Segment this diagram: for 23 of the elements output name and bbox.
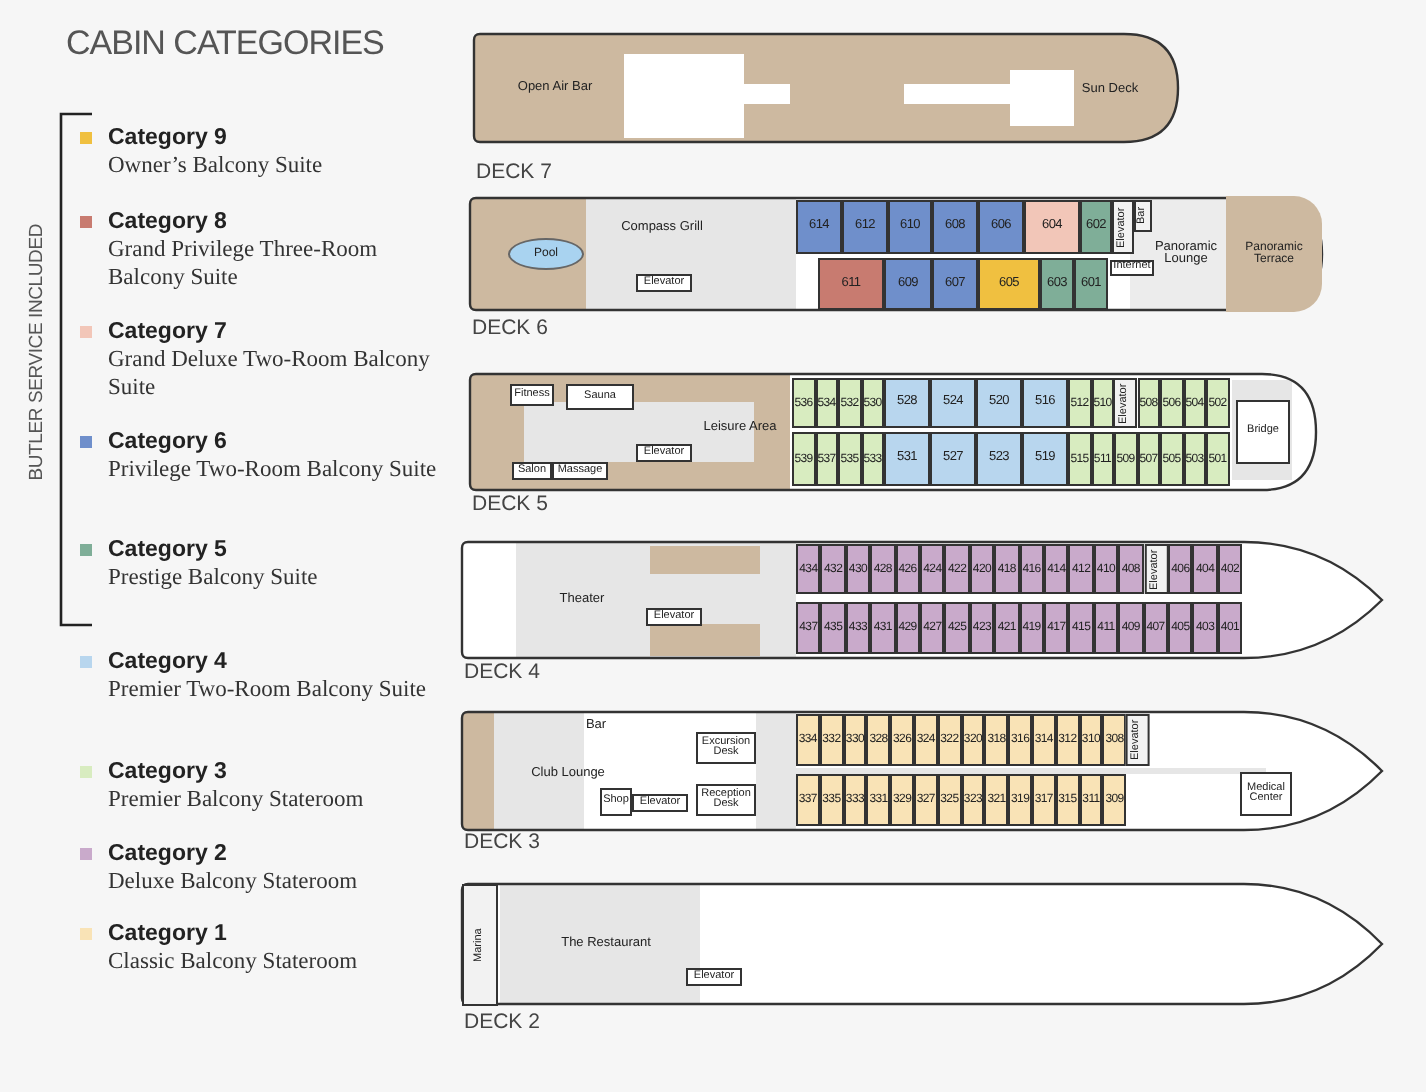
deck-plan (460, 540, 1384, 684)
deck-label: DECK 4 (464, 660, 540, 684)
legend-text: Category 2 Deluxe Balcony Stateroom (108, 840, 360, 896)
legend-text: Category 1 Classic Balcony Stateroom (108, 920, 360, 976)
legend-text: Category 8 Grand Privilege Three-Room Balcony Suite (108, 208, 380, 292)
deck-label: DECK 2 (464, 1010, 540, 1034)
legend-text: Category 5 Prestige Balcony Suite (108, 536, 320, 592)
legend-text: Category 3 Premier Balcony Stateroom (108, 758, 366, 814)
legend-text: Category 7 Grand Deluxe Two-Room Balcony Suite (108, 318, 432, 402)
deck-label: DECK 7 (476, 160, 552, 184)
deck-label: DECK 5 (472, 492, 548, 516)
legend-text: Category 4 Premier Two-Room Balcony Suite (108, 648, 429, 704)
title: CABIN CATEGORIES (66, 24, 384, 64)
deck-plan (468, 372, 1318, 516)
side-note: BUTLER SERVICE INCLUDED (26, 224, 48, 481)
deck-label: DECK 3 (464, 830, 540, 854)
deck-plan (468, 196, 1324, 340)
deck-label: DECK 6 (472, 316, 548, 340)
legend-text: Category 9 Owner’s Balcony Suite (108, 124, 325, 180)
deck-plan (460, 710, 1384, 854)
deck-plan (472, 32, 1180, 184)
legend-text: Category 6 Privilege Two-Room Balcony Suite (108, 428, 439, 484)
deck-plan (460, 882, 1384, 1034)
